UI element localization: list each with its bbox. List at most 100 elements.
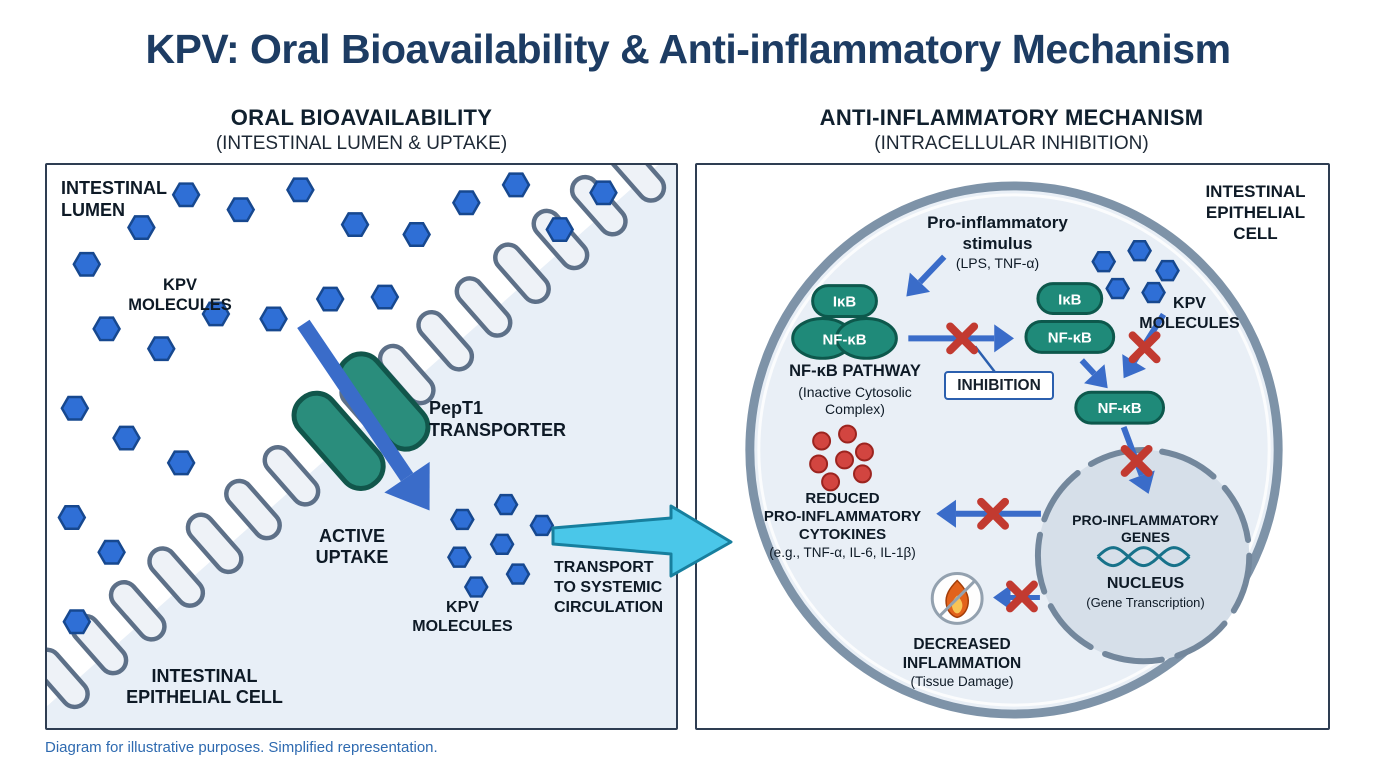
kpv-hexagon-icon xyxy=(1105,277,1131,300)
kpv-molecules-icons xyxy=(1091,239,1180,304)
nfkb-pathway-sublabel: (Inactive Cytosolic Complex) xyxy=(798,384,912,417)
kpv-hexagon-icon xyxy=(1141,281,1166,304)
kpv-hexagon-icon xyxy=(97,539,126,565)
kpv-molecules-label: KPV MOLECULES xyxy=(1139,295,1240,332)
flame-icon xyxy=(930,572,984,625)
proinflammatory-genes-label: PRO-INFLAMMATORY GENES xyxy=(1072,512,1219,545)
ikb-left-label: IκB xyxy=(833,293,856,310)
reduced-cytokines-sublabel: (e.g., TNF-α, IL-6, IL-1β) xyxy=(769,545,916,560)
transport-systemic-label: TRANSPORT TO SYSTEMIC CIRCULATION xyxy=(554,559,664,616)
cytokine-dot-icon xyxy=(854,442,874,462)
kpv-hexagon-icon xyxy=(92,316,121,342)
kpv-hexagon-icon xyxy=(340,212,370,238)
kpv-hexagon-icon xyxy=(286,177,315,203)
pept1-transporter-label: PepT1 TRANSPORTER xyxy=(429,398,567,440)
kpv-hexagon-icon xyxy=(505,563,531,585)
kpv-hexagon-icon xyxy=(166,450,196,476)
cytokine-dot-icon xyxy=(835,450,855,470)
left-panel-title: ORAL BIOAVAILABILITY xyxy=(230,105,493,130)
nfkb-inactive-complex-icon xyxy=(791,284,898,360)
left-panel: INTESTINAL LUMEN KPV MOLECULES PepT1 TRA… xyxy=(45,163,678,730)
kpv-hexagon-icon xyxy=(1091,250,1117,273)
kpv-hexagon-icon xyxy=(1155,259,1180,282)
pept1-transporter-icon xyxy=(291,351,431,491)
nfkb-free-label: NF-κB xyxy=(1098,400,1142,417)
kpv-hexagon-icon xyxy=(1127,239,1153,262)
kpv-hexagon-icon xyxy=(146,336,176,362)
nfkb-right-label: NF-κB xyxy=(1048,329,1092,346)
kpv-hexagon-icon xyxy=(226,197,256,223)
kpv-hexagon-icon xyxy=(493,493,519,516)
nfkb-pathway-label: NF-κB PATHWAY xyxy=(789,362,921,380)
kpv-hexagon-icon xyxy=(451,190,481,216)
intestinal-lumen-label: INTESTINAL LUMEN xyxy=(61,178,167,220)
kpv-hexagon-icon xyxy=(402,222,432,247)
microvillus-shape xyxy=(185,512,244,575)
nucleus-label: NUCLEUS xyxy=(1106,575,1185,592)
active-uptake-arrow-icon xyxy=(297,319,430,511)
kpv-hexagon-icon xyxy=(171,182,201,208)
cytokine-dot-icon xyxy=(809,454,829,474)
oral-bioavailability-diagram xyxy=(47,165,676,728)
kpv-hexagon-icon xyxy=(589,180,618,206)
inhibition-callout-line xyxy=(974,345,997,374)
pathway-arrows xyxy=(906,254,1167,610)
kpv-hexagon-icon xyxy=(501,172,531,198)
cell-membrane-inner-ring xyxy=(757,193,1271,707)
reduced-cytokines-label: REDUCED PRO-INFLAMMATORY CYTOKINES xyxy=(763,490,922,543)
microvillus-shape xyxy=(493,242,551,305)
kpv-hexagon-icon xyxy=(259,306,288,332)
dna-helix-icon xyxy=(1096,546,1191,568)
cytokine-dot-icon xyxy=(838,424,857,444)
inhibition-x-icons xyxy=(946,322,1161,613)
microvillus-shape xyxy=(47,647,90,710)
kpv-hexagon-icon xyxy=(60,395,90,421)
footer-note: Diagram for illustrative purposes. Simpl… xyxy=(45,739,438,756)
kpv-hexagon-icon xyxy=(370,284,400,310)
cytokine-dot-icon xyxy=(812,431,832,451)
nucleus-sublabel: (Gene Transcription) xyxy=(1086,595,1205,610)
kpv-hexagon-icon xyxy=(62,609,92,635)
microvillus-shape xyxy=(224,478,282,541)
nfkb-stabilized-complex-icon xyxy=(1024,282,1116,354)
cytokine-dot-icon xyxy=(821,472,841,492)
right-panel-subtitle: (INTRACELLULAR INHIBITION) xyxy=(874,133,1149,154)
microvillus-shape xyxy=(147,546,206,608)
kpv-hexagon-icon xyxy=(447,546,472,568)
kpv-molecules-cell-icons xyxy=(447,493,555,598)
anti-inflammatory-diagram: IκB NF-κB IκB NF-κB NF-κB xyxy=(745,181,1283,719)
decreased-inflammation-label: DECREASED INFLAMMATION xyxy=(902,636,1022,672)
kpv-hexagon-icon xyxy=(72,251,102,277)
right-panel: IκB NF-κB IκB NF-κB NF-κB INTESTINAL EPI… xyxy=(695,163,1330,730)
page-title: KPV: Oral Bioavailability & Anti-inflamm… xyxy=(145,26,1231,72)
kpv-hexagon-icon xyxy=(489,533,515,555)
intestinal-epithelial-cell-label: INTESTINAL EPITHELIAL CELL xyxy=(126,666,283,707)
epithelial-cell-label: INTESTINAL EPITHELIAL CELL xyxy=(1205,182,1306,243)
kpv-hexagon-icon xyxy=(449,508,475,531)
decreased-inflammation-sublabel: (Tissue Damage) xyxy=(910,674,1014,689)
kpv-molecules-lumen-icons xyxy=(57,172,618,635)
inhibition-label: INHIBITION xyxy=(957,376,1041,394)
nfkb-free-pill-icon xyxy=(1074,390,1166,425)
kpv-hexagon-icon xyxy=(545,217,575,243)
microvillus-shape xyxy=(454,276,513,338)
left-panel-subtitle: (INTESTINAL LUMEN & UPTAKE) xyxy=(215,133,508,154)
cytokine-dot-icon xyxy=(853,464,872,484)
stimulus-sublabel: (LPS, TNF-α) xyxy=(955,255,1040,271)
stimulus-label: Pro-inflammatory stimulus xyxy=(927,213,1068,253)
kpv-molecules-lumen-label: KPV MOLECULES xyxy=(128,276,232,314)
right-panel-title: ANTI-INFLAMMATORY MECHANISM xyxy=(819,105,1204,130)
ikb-right-label: IκB xyxy=(1058,292,1081,309)
transport-arrow-icon xyxy=(551,504,733,578)
microvillus-shape xyxy=(108,580,167,642)
inhibition-badge: INHIBITION xyxy=(944,371,1054,400)
microvillus-shape xyxy=(262,444,321,507)
nfkb-left-label: NF-κB xyxy=(823,331,867,348)
kpv-hexagon-icon xyxy=(529,514,555,537)
kpv-hexagon-icon xyxy=(315,286,345,312)
kpv-hexagon-icon xyxy=(201,301,231,327)
kpv-molecules-cell-label: KPV MOLECULES xyxy=(412,599,513,635)
kpv-hexagon-icon xyxy=(127,215,156,241)
kpv-hexagon-icon xyxy=(57,505,87,530)
